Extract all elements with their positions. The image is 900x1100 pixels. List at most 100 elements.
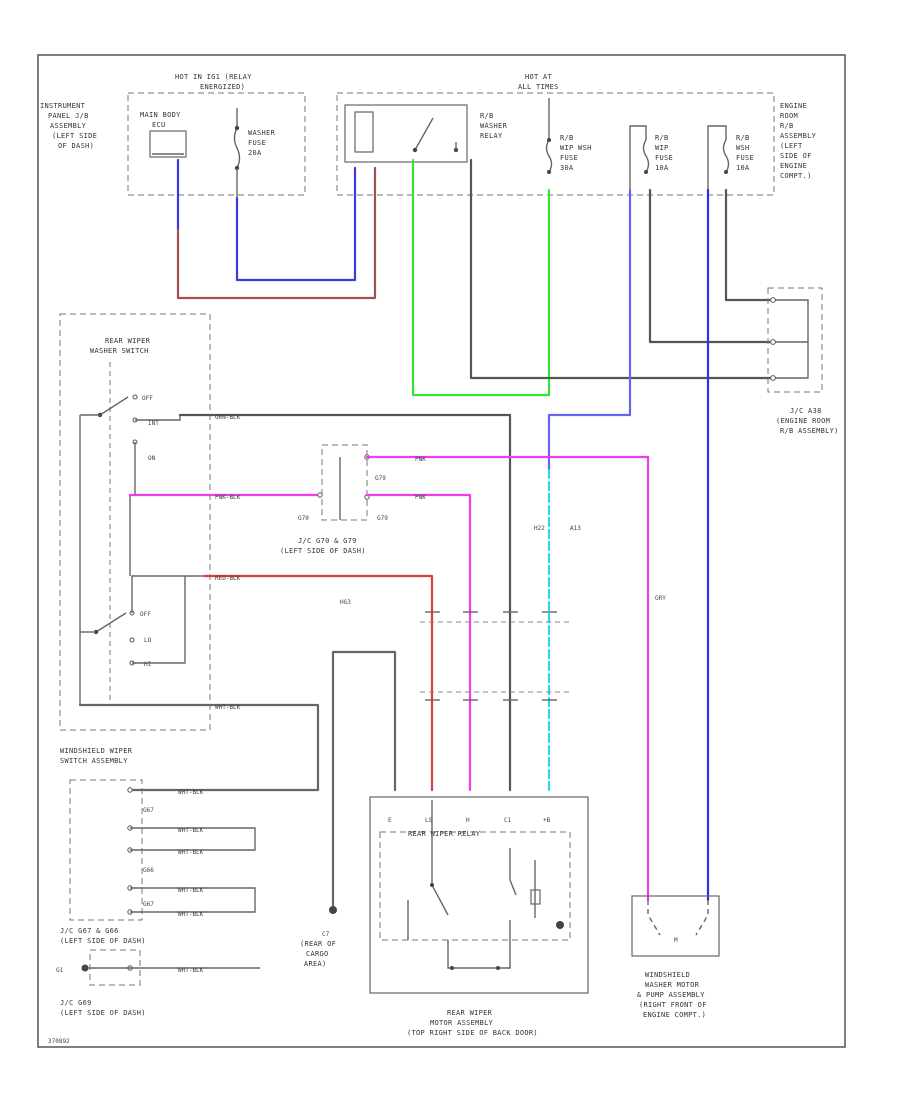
svg-text:R/B: R/B — [560, 134, 574, 142]
lbl-wht-blk-3: WHT-BLK — [178, 827, 204, 834]
washer-fuse-label: WASHER FUSE 20A — [248, 129, 276, 157]
svg-text:J/C A38: J/C A38 — [790, 407, 822, 415]
svg-text:SWITCH ASSEMBLY: SWITCH ASSEMBLY — [60, 757, 128, 765]
svg-text:(ENGINE ROOM: (ENGINE ROOM — [776, 417, 830, 425]
washer-motor-box — [631, 895, 720, 957]
rear-switch-on: ON — [148, 455, 156, 462]
svg-text:(REAR OF: (REAR OF — [300, 940, 336, 948]
rear-wiper-motor-box — [369, 796, 589, 994]
svg-text:WINDSHIELD WIPER: WINDSHIELD WIPER — [60, 747, 133, 755]
fuse-box-title-2: ALL TIMES — [518, 83, 559, 91]
svg-text:(LEFT SIDE OF DASH): (LEFT SIDE OF DASH) — [280, 547, 366, 555]
instrument-panel-jb-box — [127, 92, 306, 196]
ground-c7-label: (REAR OF CARGO AREA) — [300, 940, 336, 968]
lbl-grn-blk-1: GRN-BLK — [215, 414, 241, 421]
svg-text:OF DASH): OF DASH) — [58, 142, 94, 150]
lbl-pnk-1: PNK — [415, 456, 426, 463]
relay-box-title-2: ENERGIZED) — [200, 83, 245, 91]
wire-blk-relay — [469, 158, 775, 380]
svg-text:(LEFT: (LEFT — [780, 142, 803, 150]
windshield-switch-label: WINDSHIELD WIPER SWITCH ASSEMBLY — [60, 747, 133, 765]
wire-gry-wip — [648, 188, 775, 344]
svg-text:R/B ASSEMBLY): R/B ASSEMBLY) — [780, 427, 839, 435]
svg-text:WASHER: WASHER — [248, 129, 276, 137]
wire-pnk-jc-bottom — [365, 493, 472, 792]
lbl-g70: G70 — [298, 515, 309, 522]
svg-text:10A: 10A — [736, 164, 750, 172]
svg-text:MAIN BODY: MAIN BODY — [140, 111, 181, 119]
rear-washer-switch-box — [59, 313, 211, 731]
rear-relay-title: REAR WIPER RELAY — [408, 830, 481, 838]
diagram-frame — [37, 54, 846, 1048]
wsh-fuse-label: R/B WSH FUSE 10A — [736, 134, 754, 172]
main-body-ecu-block — [149, 130, 187, 158]
lbl-g1: G1 — [56, 967, 64, 974]
svg-text:RELAY: RELAY — [480, 132, 503, 140]
svg-text:COMPT.): COMPT.) — [780, 172, 812, 180]
svg-text:ENGINE: ENGINE — [780, 102, 807, 110]
svg-text:FUSE: FUSE — [655, 154, 673, 162]
lbl-hg3: HG3 — [340, 599, 351, 606]
svg-text:30A: 30A — [560, 164, 574, 172]
rear-relay-pin-ls: LS — [425, 817, 433, 824]
wire-pnk-jc-top — [365, 455, 650, 902]
rear-wiper-relay-box — [379, 831, 571, 941]
svg-text:INSTRUMENT: INSTRUMENT — [40, 102, 86, 110]
svg-text:20A: 20A — [248, 149, 262, 157]
rear-switch-hi: HI — [144, 661, 152, 668]
svg-text:WASHER SWITCH: WASHER SWITCH — [90, 347, 149, 355]
svg-text:ASSEMBLY: ASSEMBLY — [50, 122, 87, 130]
main-body-ecu-label: MAIN BODY ECU — [140, 111, 181, 129]
lbl-g67-1: G67 — [143, 807, 154, 814]
svg-text:(LEFT SIDE: (LEFT SIDE — [52, 132, 97, 140]
svg-text:WASHER: WASHER — [480, 122, 508, 130]
svg-text:J/C G69: J/C G69 — [60, 999, 92, 1007]
svg-text:R/B: R/B — [736, 134, 750, 142]
diagram-id: 370892 — [48, 1038, 70, 1045]
rear-switch-int: INT — [148, 420, 159, 427]
svg-text:WASHER MOTOR: WASHER MOTOR — [645, 981, 700, 989]
svg-text:FUSE: FUSE — [736, 154, 754, 162]
wip-wsh-fuse-label: R/B WIP WSH FUSE 30A — [560, 134, 591, 172]
svg-text:J/C G70 & G79: J/C G70 & G79 — [298, 537, 357, 545]
lbl-pnk-2: PNK — [415, 494, 426, 501]
svg-text:(RIGHT FRONT OF: (RIGHT FRONT OF — [639, 1001, 707, 1009]
lbl-wht-blk-7: WHT-BLK — [178, 967, 204, 974]
jc-a38-label: J/C A38 (ENGINE ROOM R/B ASSEMBLY) — [776, 407, 839, 435]
rear-switch-label: REAR WIPER WASHER SWITCH — [90, 337, 151, 355]
svg-text:FUSE: FUSE — [248, 139, 266, 147]
lbl-gry-1: GRY — [655, 595, 666, 602]
lbl-g66: G66 — [143, 867, 154, 874]
lbl-wht-blk-4: WHT-BLK — [178, 849, 204, 856]
wire-blu-fuse-relay — [235, 166, 357, 282]
instrument-panel-label: INSTRUMENT PANEL J/B ASSEMBLY (LEFT SIDE… — [40, 102, 97, 150]
lbl-a13: A13 — [570, 525, 581, 532]
wire-blu-wip — [547, 188, 632, 472]
svg-text:J/C G67 & G66: J/C G67 & G66 — [60, 927, 119, 935]
rear-motor-label: REAR WIPER MOTOR ASSEMBLY (TOP RIGHT SID… — [407, 1009, 538, 1037]
svg-text:ENGINE COMPT.): ENGINE COMPT.) — [643, 1011, 706, 1019]
lbl-h22: H22 — [534, 525, 545, 532]
ground-c7-id: C7 — [322, 931, 330, 938]
lbl-wht-blk-5: WHT-BLK — [178, 887, 204, 894]
rear-relay-pin-b: +B — [543, 817, 551, 824]
svg-text:10A: 10A — [655, 164, 669, 172]
wire-brown-ecu — [176, 166, 377, 300]
jc-g70-box — [321, 444, 368, 521]
svg-text:WINDSHIELD: WINDSHIELD — [645, 971, 690, 979]
lbl-g79-1: G79 — [375, 475, 386, 482]
wip-fuse-label: R/B WIP FUSE 10A — [655, 134, 673, 172]
jc-g69-label: J/C G69 (LEFT SIDE OF DASH) — [60, 999, 146, 1017]
svg-text:(TOP RIGHT SIDE OF BACK DOOR): (TOP RIGHT SIDE OF BACK DOOR) — [407, 1029, 538, 1037]
rear-switch-lo: LO — [144, 637, 152, 644]
svg-text:AREA): AREA) — [304, 960, 327, 968]
svg-text:REAR WIPER: REAR WIPER — [105, 337, 151, 345]
rear-switch-off-2: OFF — [140, 611, 151, 618]
svg-text:MOTOR ASSEMBLY: MOTOR ASSEMBLY — [430, 1019, 494, 1027]
svg-text:R/B: R/B — [480, 112, 494, 120]
rear-switch-off: OFF — [142, 395, 153, 402]
svg-text:WSH: WSH — [736, 144, 750, 152]
ground-c7-point — [329, 906, 337, 914]
svg-text:(LEFT SIDE OF DASH): (LEFT SIDE OF DASH) — [60, 1009, 146, 1017]
